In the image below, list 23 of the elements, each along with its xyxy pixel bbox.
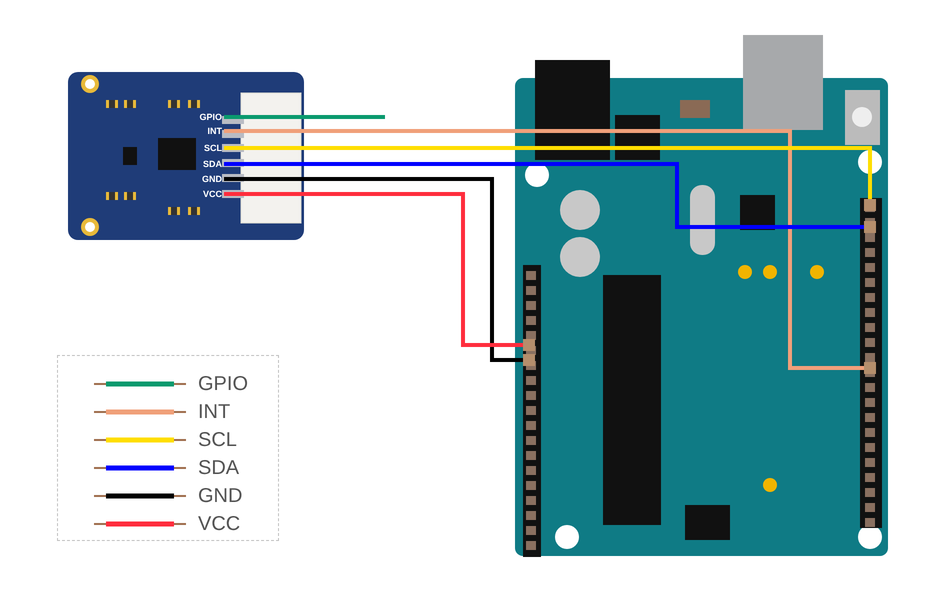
wire	[224, 192, 523, 347]
header-pin	[864, 221, 876, 233]
legend-label: SCL	[198, 428, 237, 452]
pin-label: INT	[184, 125, 222, 137]
header-pin	[864, 362, 876, 374]
legend-label: GPIO	[198, 372, 248, 396]
header-pin	[523, 339, 535, 351]
wire	[224, 115, 385, 119]
pin-label: GND	[184, 173, 222, 185]
wire	[224, 146, 872, 199]
pin-label: SDA	[184, 158, 222, 170]
wire	[224, 129, 864, 370]
legend-label: GND	[198, 484, 242, 508]
legend-label: INT	[198, 400, 230, 424]
header-pin	[523, 354, 535, 366]
wire	[224, 177, 523, 362]
legend-label: SDA	[198, 456, 240, 480]
header-pin	[864, 199, 876, 211]
pin-label: GPIO	[184, 111, 222, 123]
wire	[224, 162, 864, 229]
pin-label: SCL	[184, 142, 222, 154]
legend-label: VCC	[198, 512, 240, 536]
pin-label: VCC	[184, 188, 222, 200]
